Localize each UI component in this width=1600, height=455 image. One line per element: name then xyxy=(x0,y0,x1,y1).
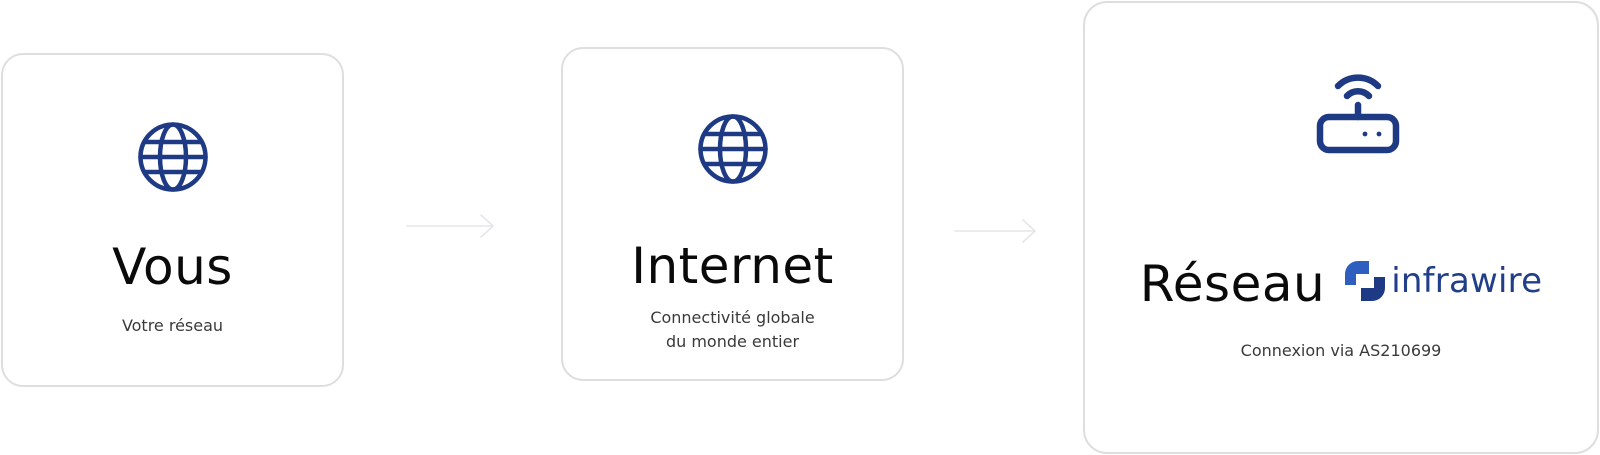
infrawire-logo-mark xyxy=(1343,259,1387,303)
node-subtitle: Votre réseau xyxy=(121,316,224,335)
arrow-right-icon xyxy=(405,211,497,241)
node-reseau: Réseau infrawire Connexion via AS210699 xyxy=(1083,1,1599,454)
reseau-title-row: Réseau infrawire xyxy=(1085,251,1597,311)
node-vous: Vous Votre réseau xyxy=(1,53,344,387)
infrawire-logo-text: infrawire xyxy=(1391,261,1543,301)
arrow-right-icon xyxy=(953,216,1039,246)
globe-icon xyxy=(697,113,769,185)
node-subtitle: Connectivité globale du monde entier xyxy=(650,308,815,351)
node-title: Vous xyxy=(112,238,233,296)
node-internet: Internet Connectivité globale du monde e… xyxy=(561,47,904,381)
globe-icon xyxy=(137,121,209,193)
node-title: Réseau xyxy=(1139,255,1326,313)
node-subtitle: Connexion via AS210699 xyxy=(1240,341,1442,360)
infrawire-logo: infrawire xyxy=(1343,259,1542,303)
node-title: Internet xyxy=(631,237,834,295)
router-wifi-icon xyxy=(1312,65,1404,157)
